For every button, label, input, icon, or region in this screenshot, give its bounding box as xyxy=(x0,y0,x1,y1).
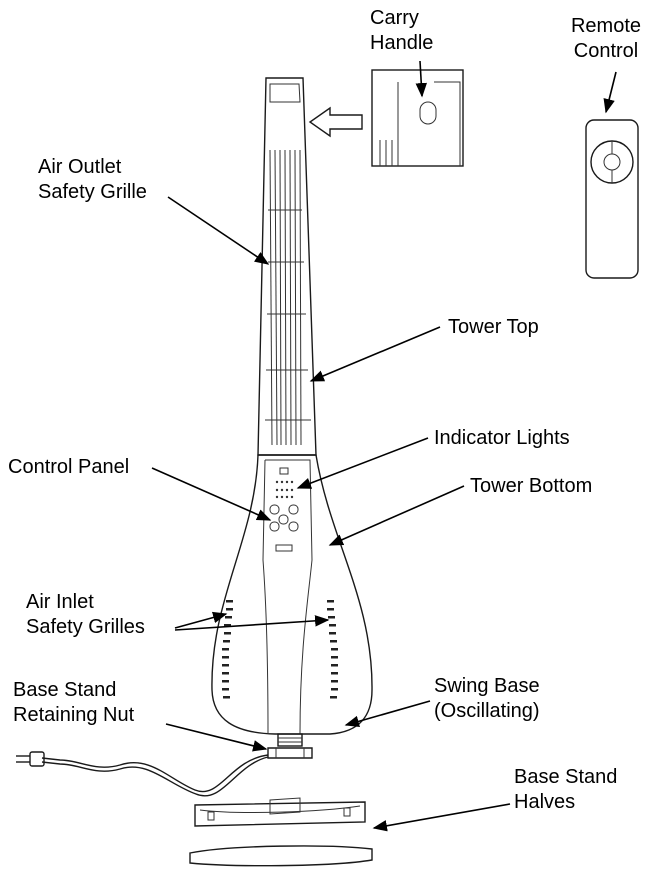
control-panel-label: Control Panel xyxy=(8,455,129,480)
air-outlet-grille xyxy=(265,149,311,446)
base-stand-nut-label: Base Stand Retaining Nut xyxy=(13,678,134,728)
indicator-lights xyxy=(275,467,294,499)
air-inlet-grilles-label: Air Inlet Safety Grilles xyxy=(26,590,145,640)
base-stand-halves xyxy=(189,797,373,867)
tower-top xyxy=(257,77,317,456)
air-inlet-grilles-label-line1: Air Inlet xyxy=(26,591,94,613)
air-outlet-grille-label: Air Outlet Safety Grille xyxy=(38,155,147,205)
indicator-lights-label: Indicator Lights xyxy=(434,426,570,451)
tower-top-label: Tower Top xyxy=(448,315,539,340)
remote-control-label-line2: Control xyxy=(573,40,639,62)
air-outlet-grille-label-line1: Air Outlet xyxy=(38,156,122,178)
air-outlet-grille-label-line2: Safety Grille xyxy=(38,181,147,203)
remote-control-label-line1: Remote xyxy=(570,15,642,37)
swing-base xyxy=(277,733,303,747)
indicator-lights-label-line1: Indicator Lights xyxy=(434,427,570,449)
tower-bottom xyxy=(211,454,373,735)
base-stand-nut-label-line2: Retaining Nut xyxy=(13,704,135,726)
carry-handle-label-line1: Carry xyxy=(370,7,419,29)
base-stand-halves-label-line1: Base Stand xyxy=(514,766,618,788)
tower-bottom-label: Tower Bottom xyxy=(470,474,592,499)
control-panel xyxy=(269,504,299,552)
tower-top-label-line1: Tower Top xyxy=(448,316,539,338)
carry-handle-label: Carry Handle xyxy=(370,6,433,56)
air-inlet-grilles xyxy=(222,600,338,699)
base-stand-nut-label-line1: Base Stand xyxy=(13,679,117,701)
swing-base-label-line1: Swing Base xyxy=(434,675,540,697)
swing-base-label: Swing Base (Oscillating) xyxy=(434,674,540,724)
carry-handle-inset xyxy=(308,69,464,167)
air-inlet-grilles-label-line2: Safety Grilles xyxy=(26,616,145,638)
base-stand-halves-label: Base Stand Halves xyxy=(514,765,617,815)
carry-handle-label-line2: Handle xyxy=(370,32,434,54)
base-stand-halves-label-line2: Halves xyxy=(514,791,576,813)
leader-lines xyxy=(151,60,617,832)
remote-control-label: Remote Control xyxy=(562,14,650,64)
remote-control xyxy=(585,119,639,279)
base-stand-retaining-nut xyxy=(267,747,313,759)
power-cord xyxy=(16,751,269,797)
swing-base-label-line2: (Oscillating) xyxy=(434,700,540,722)
control-panel-label-line1: Control Panel xyxy=(8,456,130,478)
tower-bottom-label-line1: Tower Bottom xyxy=(470,475,593,497)
